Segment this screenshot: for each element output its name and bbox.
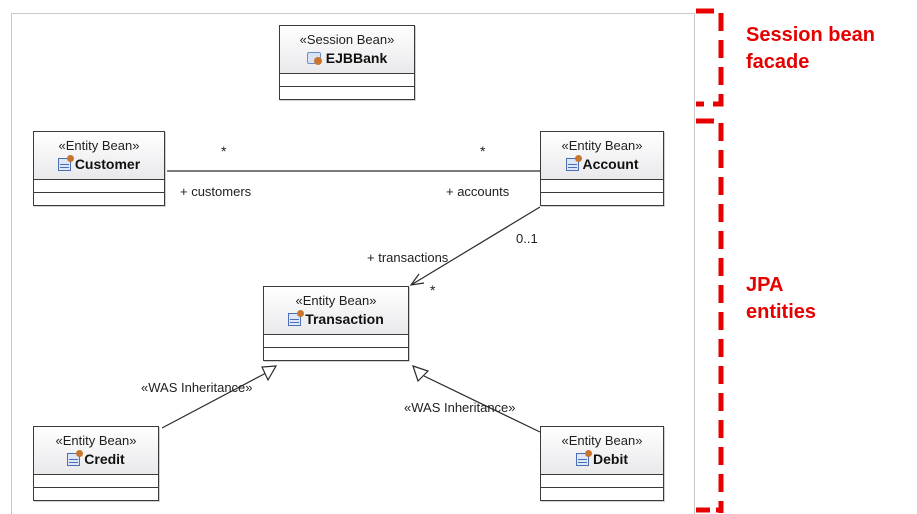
association-arrowhead [409,273,425,286]
node-debit[interactable]: «Entity Bean» Debit [540,426,664,501]
node-transaction-title: Transaction [264,310,408,327]
node-customer-title: Customer [34,155,164,172]
node-credit-title: Credit [34,450,158,467]
node-customer[interactable]: «Entity Bean» Customer [33,131,165,206]
entity-bean-icon [57,155,74,171]
node-credit-stereotype: «Entity Bean» [55,433,137,448]
node-debit-name: Debit [593,451,628,467]
node-account-stereotype: «Entity Bean» [561,138,643,153]
customers-role-label: + customers [180,184,252,199]
association-account-transaction[interactable] [410,206,541,286]
node-customer-name: Customer [74,156,141,172]
node-ejbbank-header: «Session Bean» EJBBank [280,26,414,74]
entities-group-label-line2: entities [746,301,817,323]
accounts-role-label: + accounts [446,184,510,199]
node-customer-attributes [34,180,164,193]
node-ejbbank-attributes [280,74,414,87]
account-zero-one-multiplicity: 0..1 [516,231,538,246]
inheritance-debit-transaction[interactable] [423,375,541,433]
transaction-multiplicity: * [430,282,436,298]
entity-bean-icon [565,155,582,171]
node-credit-attributes [34,475,158,488]
node-ejbbank-stereotype: «Session Bean» [299,32,395,47]
entities-group-label: JPA entities [746,272,816,326]
facade-group-bracket [696,8,724,107]
node-ejbbank[interactable]: «Session Bean» EJBBank [279,25,415,100]
node-debit-stereotype: «Entity Bean» [561,433,643,448]
node-ejbbank-operations [280,87,414,99]
node-credit[interactable]: «Entity Bean» Credit [33,426,159,501]
node-ejbbank-title: EJBBank [280,50,414,66]
node-account-name: Account [582,156,639,172]
node-customer-stereotype: «Entity Bean» [58,138,140,153]
node-debit-attributes [541,475,663,488]
inheritance-triangle-debit [412,365,430,383]
node-account[interactable]: «Entity Bean» Account [540,131,664,206]
debit-inheritance-label: «WAS Inheritance» [404,400,516,415]
node-account-header: «Entity Bean» Account [541,132,663,180]
node-ejbbank-name: EJBBank [325,50,388,66]
node-account-title: Account [541,155,663,172]
diagram-canvas [11,13,695,514]
inheritance-credit-transaction[interactable] [161,372,267,429]
node-account-attributes [541,180,663,193]
node-credit-header: «Entity Bean» Credit [34,427,158,475]
entities-group-label-line1: JPA [746,274,784,296]
facade-group-label-line2: facade [746,51,810,73]
node-transaction-attributes [264,335,408,348]
node-debit-operations [541,488,663,500]
node-account-operations [541,193,663,205]
node-credit-operations [34,488,158,500]
node-customer-operations [34,193,164,205]
node-transaction-stereotype: «Entity Bean» [295,293,377,308]
node-customer-header: «Entity Bean» Customer [34,132,164,180]
node-transaction-header: «Entity Bean» Transaction [264,287,408,335]
session-bean-icon [306,52,322,65]
node-debit-header: «Entity Bean» Debit [541,427,663,475]
facade-group-label: Session bean facade [746,22,875,76]
customer-multiplicity: * [221,143,227,159]
inheritance-triangle-credit [261,365,278,382]
node-credit-name: Credit [84,451,125,467]
entity-bean-icon [67,450,84,466]
node-transaction-name: Transaction [305,311,384,327]
node-debit-title: Debit [541,450,663,467]
entity-bean-icon [576,450,592,466]
facade-group-label-line1: Session bean [746,24,875,46]
entities-group-bracket [696,118,724,513]
entity-bean-icon [288,310,305,326]
node-transaction[interactable]: «Entity Bean» Transaction [263,286,409,361]
node-transaction-operations [264,348,408,360]
account-multiplicity: * [480,143,486,159]
transactions-role-label: + transactions [367,250,449,265]
credit-inheritance-label: «WAS Inheritance» [141,380,253,395]
